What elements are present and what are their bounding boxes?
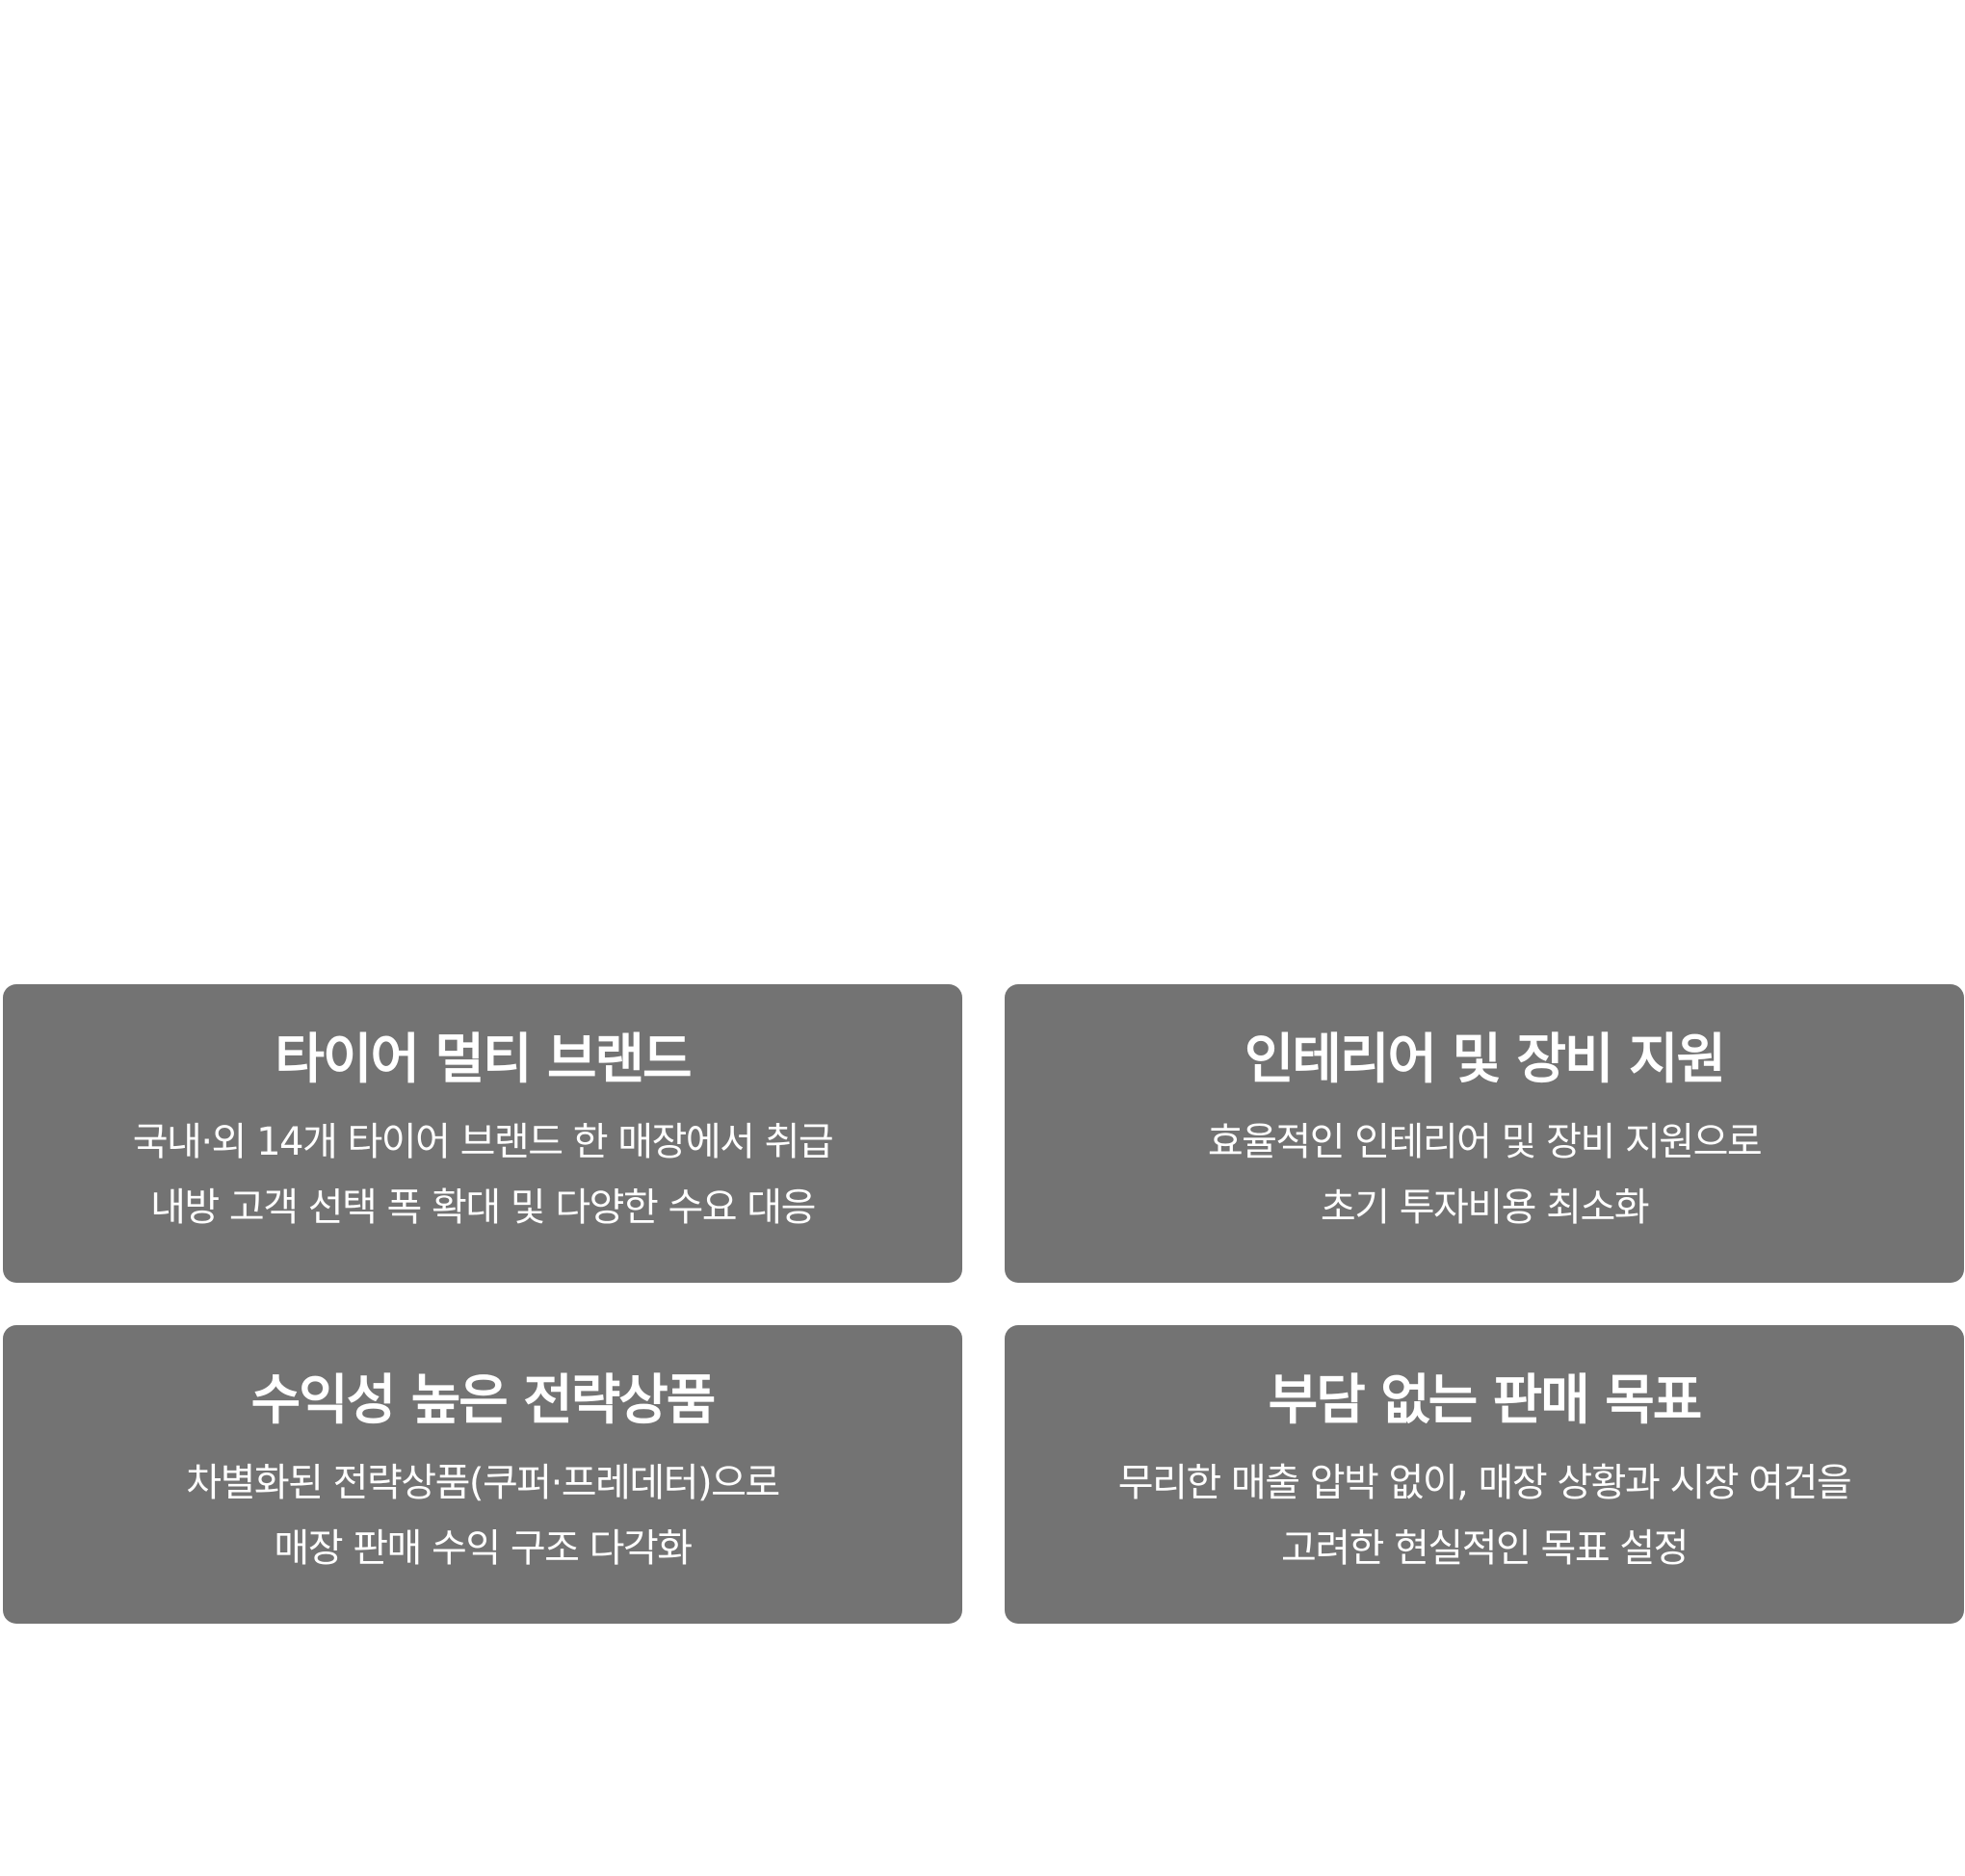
card-title: 부담 없는 판매 목표	[1268, 1369, 1703, 1432]
card-description-line: 효율적인 인테리어 및 장비 지원으로	[1207, 1120, 1763, 1164]
card-description-line: 매장 판매 수익 구조 다각화	[274, 1526, 693, 1571]
card-description-line: 국내·외 14개 타이어 브랜드 한 매장에서 취급	[132, 1120, 834, 1164]
card-description-line: 초기 투자비용 최소화	[1320, 1186, 1650, 1230]
card-description-line: 무리한 매출 압박 없이, 매장 상황과 시장 여건을	[1117, 1461, 1852, 1505]
benefit-card-sales-target: 부담 없는 판매 목표 무리한 매출 압박 없이, 매장 상황과 시장 여건을 …	[1005, 1325, 1964, 1624]
card-title: 타이어 멀티 브랜드	[275, 1029, 692, 1091]
card-description-line: 고려한 현실적인 목표 설정	[1281, 1526, 1689, 1571]
card-title: 수익성 높은 전략상품	[250, 1369, 717, 1432]
card-description-line: 내방 고객 선택 폭 확대 및 다양한 수요 대응	[150, 1186, 816, 1230]
card-description: 무리한 매출 압박 없이, 매장 상황과 시장 여건을 고려한 현실적인 목표 …	[1005, 1450, 1964, 1581]
card-title: 인테리어 및 장비 지원	[1244, 1029, 1726, 1091]
benefit-card-multi-brand: 타이어 멀티 브랜드 국내·외 14개 타이어 브랜드 한 매장에서 취급 내방…	[3, 984, 962, 1283]
card-description-line: 차별화된 전략상품(쿠퍼·프레데터)으로	[186, 1461, 780, 1505]
card-description: 차별화된 전략상품(쿠퍼·프레데터)으로 매장 판매 수익 구조 다각화	[3, 1450, 962, 1581]
benefit-card-strategic-products: 수익성 높은 전략상품 차별화된 전략상품(쿠퍼·프레데터)으로 매장 판매 수…	[3, 1325, 962, 1624]
card-description: 국내·외 14개 타이어 브랜드 한 매장에서 취급 내방 고객 선택 폭 확대…	[3, 1109, 962, 1240]
benefit-card-interior-support: 인테리어 및 장비 지원 효율적인 인테리어 및 장비 지원으로 초기 투자비용…	[1005, 984, 1964, 1283]
card-description: 효율적인 인테리어 및 장비 지원으로 초기 투자비용 최소화	[1005, 1109, 1964, 1240]
benefit-cards-grid: 타이어 멀티 브랜드 국내·외 14개 타이어 브랜드 한 매장에서 취급 내방…	[0, 984, 1965, 1624]
